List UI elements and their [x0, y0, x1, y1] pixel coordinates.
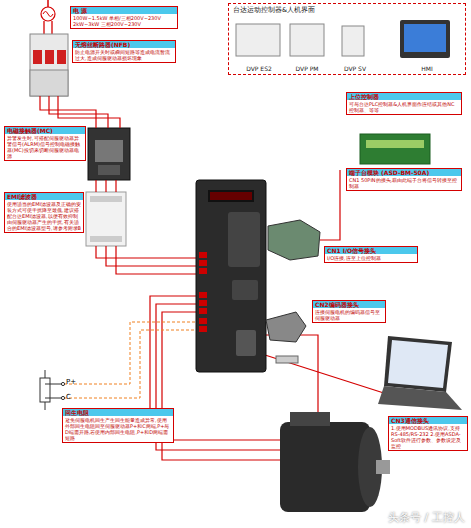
device-label: DVP PM	[287, 65, 327, 72]
device-item: DVP PM	[287, 22, 327, 72]
callout-title: CN3通信接头	[389, 417, 467, 424]
regen-resistor	[40, 370, 65, 410]
servo-drive	[196, 180, 266, 372]
terminal-label: P+	[66, 378, 76, 386]
callout-text: 100W~1.5kW 单相/三相200V~230V 2kW~3kW 三相200V…	[71, 14, 177, 28]
device-item: DVP ES2	[233, 22, 285, 72]
laptop	[378, 336, 462, 410]
servo-motor	[280, 412, 390, 512]
cn2-connector	[266, 312, 306, 342]
callout-title: 无熔丝断路器(NFB)	[73, 41, 175, 48]
callout-title: 电 源	[71, 7, 177, 14]
callout-text: I/O连接,连至上位控制器	[325, 254, 417, 262]
callout-box: CN3通信接头1.使用MODBUS通讯协议,支持RS-485/RS-232 2.…	[388, 416, 468, 451]
callout-box: 上位控制器可与台达PLC控制器&人机界面作连结或其他NC控制器、等等	[346, 92, 462, 115]
device-item: DVP SV	[335, 22, 375, 72]
callout-title: 端子台模块 (ASD-BM-50A)	[347, 169, 461, 176]
device-label: DVP SV	[335, 65, 375, 72]
callout-title: CN2编码器接头	[313, 301, 385, 308]
callout-box: CN1 I/O信号接头I/O连接,连至上位控制器	[324, 246, 418, 263]
callout-text: 异警发生时,可搭配伺服驱动器异警信号(ALRM)信号控制电磁接触器(MC)投切来…	[5, 134, 85, 160]
plc-images	[236, 20, 450, 58]
callout-text: 连接伺服电机的编码器信号至伺服驱动器	[313, 308, 385, 322]
power-wires	[40, 96, 390, 460]
group-title: 台达运动控制器&人机界面	[229, 4, 465, 16]
terminal-label: C	[66, 393, 71, 401]
callout-text: 防止电源开关时或瞬间短路等造成电流暂流过大,造成伺服驱动器损坏现象	[73, 48, 175, 62]
usb-cable	[276, 356, 298, 363]
callout-title: EMI滤波器	[5, 193, 83, 200]
emi-filter	[86, 192, 126, 246]
device-label: DVP ES2	[233, 65, 285, 72]
callout-box: 回生电阻避免伺服电机回生产生回生能量造成异常,使用外部回生电阻回至伺服驱动器P+…	[62, 408, 174, 443]
callout-box: 电 源100W~1.5kW 单相/三相200V~230V 2kW~3kW 三相2…	[70, 6, 178, 29]
callout-title: CN1 I/O信号接头	[325, 247, 417, 254]
callout-text: 可与台达PLC控制器&人机界面作连结或其他NC控制器、等等	[347, 100, 461, 114]
group-box: 台达运动控制器&人机界面 DVP ES2DVP PM DVP SV HMI	[228, 3, 466, 75]
power-symbol	[41, 0, 55, 34]
callout-title: 电磁接触器(MC)	[5, 127, 85, 134]
callout-text: CN1 50PIN的接头,藉由此端子台将信号转接至控制器	[347, 176, 461, 190]
device-item: HMI	[397, 18, 457, 72]
callout-box: 无熔丝断路器(NFB)防止电源开关时或瞬间短路等造成电流暂流过大,造成伺服驱动器…	[72, 40, 176, 63]
callout-text: 避免伺服电机回生产生回生能量造成异常,使用外部回生电阻回至伺服驱动器P+和C两端…	[63, 416, 173, 442]
callout-box: EMI滤波器使用适当的EMI滤波器及正确的安装方式可使干扰降至最低,建议搭配台达…	[4, 192, 84, 233]
watermark: 头条号 / 工控人	[388, 510, 465, 525]
callout-text: 使用适当的EMI滤波器及正确的安装方式可使干扰降至最低,建议搭配台达EMI滤波器…	[5, 200, 83, 232]
callout-box: 端子台模块 (ASD-BM-50A)CN1 50PIN的接头,藉由此端子台将信号…	[346, 168, 462, 191]
circuit-breaker	[30, 34, 68, 96]
terminal-block	[360, 134, 430, 164]
contactor	[88, 128, 130, 180]
callout-title: 回生电阻	[63, 409, 173, 416]
callout-title: 上位控制器	[347, 93, 461, 100]
callout-box: CN2编码器接头连接伺服电机的编码器信号至伺服驱动器	[312, 300, 386, 323]
cn1-connector	[268, 220, 320, 260]
callout-text: 1.使用MODBUS通讯协议,支持RS-485/RS-232 2.使用ASDA-…	[389, 424, 467, 450]
regen-wires	[64, 322, 198, 398]
callout-box: 电磁接触器(MC)异警发生时,可搭配伺服驱动器异警信号(ALRM)信号控制电磁接…	[4, 126, 86, 161]
device-label: HMI	[397, 65, 457, 72]
